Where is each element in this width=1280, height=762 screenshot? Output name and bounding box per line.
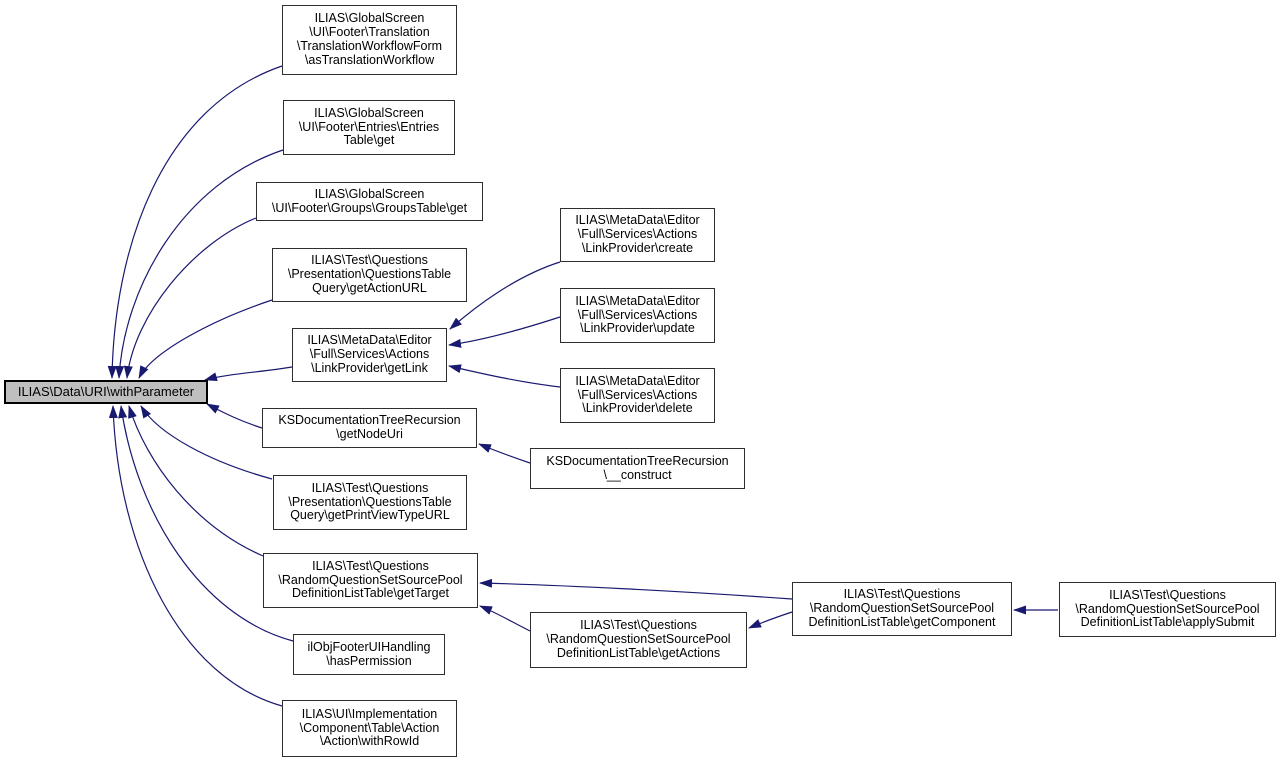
graph-node-getNodeUri[interactable]: KSDocumentationTreeRecursion \getNodeUri — [262, 408, 477, 448]
edge-getComponent-getActions — [748, 611, 793, 629]
node-label: KSDocumentationTreeRecursion \__construc… — [546, 453, 729, 482]
node-label: ILIAS\Test\Questions \RandomQuestionSetS… — [808, 587, 996, 629]
edge-getLink-withParameter — [204, 366, 293, 382]
graph-node-groupsTableGet[interactable]: ILIAS\GlobalScreen \UI\Footer\Groups\Gro… — [256, 182, 483, 221]
edge-getPrintViewTypeURL-withParameter — [140, 405, 273, 480]
graph-node-getLink[interactable]: ILIAS\MetaData\Editor \Full\Services\Act… — [292, 328, 447, 382]
edge-groupsTableGet-withParameter — [123, 217, 257, 379]
node-label: ILIAS\Test\Questions \Presentation\Quest… — [287, 253, 452, 295]
edge-getActionURL-withParameter — [138, 299, 273, 379]
edge-linkProviderUpdate-getLink — [448, 316, 561, 348]
node-label: ILIAS\MetaData\Editor \Full\Services\Act… — [575, 373, 700, 416]
graph-node-getActionURL[interactable]: ILIAS\Test\Questions \Presentation\Quest… — [272, 248, 467, 302]
graph-node-withParameter: ILIAS\Data\URI\withParameter — [4, 380, 208, 404]
node-label: ILIAS\MetaData\Editor \Full\Services\Act… — [575, 293, 700, 336]
graph-node-withRowId[interactable]: ILIAS\UI\Implementation \Component\Table… — [282, 700, 457, 757]
node-label: ILIAS\GlobalScreen \UI\Footer\Entries\En… — [298, 105, 440, 148]
node-label: ILIAS\GlobalScreen \UI\Footer\Groups\Gro… — [271, 186, 468, 215]
graph-node-linkProviderUpdate[interactable]: ILIAS\MetaData\Editor \Full\Services\Act… — [560, 288, 715, 343]
edge-hasPermission-withParameter — [118, 405, 294, 642]
graph-node-getTarget[interactable]: ILIAS\Test\Questions \RandomQuestionSetS… — [263, 553, 478, 608]
edge-linkProviderDelete-getLink — [448, 364, 561, 388]
graph-node-hasPermission[interactable]: ilObjFooterUIHandling \hasPermission — [293, 634, 445, 675]
node-label: KSDocumentationTreeRecursion \getNodeUri — [278, 413, 461, 441]
graph-node-getPrintViewTypeURL[interactable]: ILIAS\Test\Questions \Presentation\Quest… — [273, 475, 467, 530]
node-label: ILIAS\Test\Questions \Presentation\Quest… — [288, 480, 452, 523]
edge-linkProviderCreate-getLink — [449, 261, 561, 330]
edge-getComponent-getTarget — [479, 578, 793, 600]
node-label: ILIAS\Test\Questions \RandomQuestionSetS… — [278, 558, 463, 601]
node-label: ilObjFooterUIHandling \hasPermission — [307, 639, 431, 668]
graph-node-ksConstruct[interactable]: KSDocumentationTreeRecursion \__construc… — [530, 448, 745, 489]
edge-getTarget-withParameter — [128, 405, 264, 557]
graph-node-linkProviderCreate[interactable]: ILIAS\MetaData\Editor \Full\Services\Act… — [560, 208, 715, 262]
node-label: ILIAS\Test\Questions \RandomQuestionSetS… — [1075, 587, 1260, 630]
node-label: ILIAS\MetaData\Editor \Full\Services\Act… — [307, 333, 432, 375]
graph-node-applySubmit[interactable]: ILIAS\Test\Questions \RandomQuestionSetS… — [1059, 582, 1276, 637]
node-label: ILIAS\Data\URI\withParameter — [17, 384, 195, 400]
edge-getNodeUri-withParameter — [206, 403, 263, 429]
node-label: ILIAS\MetaData\Editor \Full\Services\Act… — [575, 213, 700, 255]
graph-node-asTranslationWorkflow[interactable]: ILIAS\GlobalScreen \UI\Footer\Translatio… — [282, 5, 457, 75]
edge-entriesTableGet-withParameter — [115, 149, 284, 379]
graph-node-linkProviderDelete[interactable]: ILIAS\MetaData\Editor \Full\Services\Act… — [560, 368, 715, 423]
edge-withRowId-withParameter — [108, 405, 283, 707]
edge-ksConstruct-getNodeUri — [478, 443, 531, 464]
edge-asTranslationWorkflow-withParameter — [107, 65, 283, 379]
node-label: ILIAS\Test\Questions \RandomQuestionSetS… — [546, 618, 731, 660]
graph-node-getComponent[interactable]: ILIAS\Test\Questions \RandomQuestionSetS… — [792, 582, 1012, 636]
node-label: ILIAS\GlobalScreen \UI\Footer\Translatio… — [296, 11, 443, 67]
edge-group — [107, 65, 1058, 707]
edge-getActions-getTarget — [479, 605, 531, 632]
node-label: ILIAS\UI\Implementation \Component\Table… — [299, 706, 440, 749]
graph-node-entriesTableGet[interactable]: ILIAS\GlobalScreen \UI\Footer\Entries\En… — [283, 100, 455, 155]
graph-node-getActions[interactable]: ILIAS\Test\Questions \RandomQuestionSetS… — [530, 612, 747, 668]
